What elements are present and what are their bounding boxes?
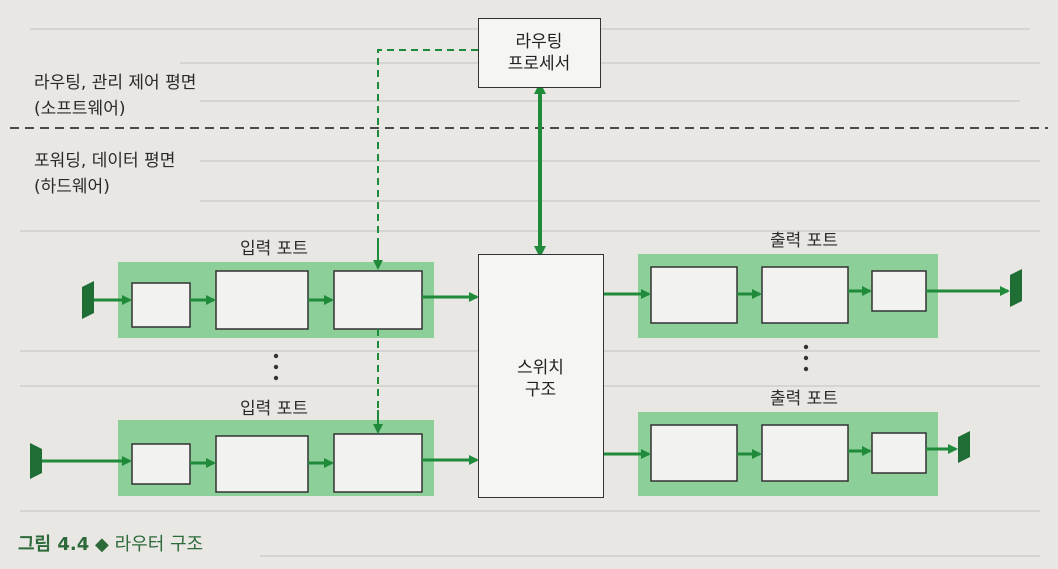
output-link-top [1010,269,1022,307]
dot [803,344,809,350]
output-link-bottom [958,431,970,463]
output-bottom-box-3 [871,432,927,474]
figure-title: 라우터 구조 [114,534,204,555]
input-bottom-box-2 [215,435,309,493]
routing-processor-line1: 라우팅 [515,32,563,52]
output-port-label-top: 출력 포트 [770,231,838,251]
input-bottom-box-3 [333,433,423,493]
figure-caption: 그림 4.4 ◆ 라우터 구조 [18,530,203,556]
figure-number: 그림 4.4 [18,534,90,555]
switch-fabric-box: 스위치 구조 [478,254,604,498]
control-plane-label: 라우팅, 관리 제어 평면 [34,73,197,93]
switch-fabric-line1: 스위치 [517,358,564,378]
dot [273,364,279,370]
dot [273,353,279,359]
routing-processor-line2: 프로세서 [507,54,571,74]
data-plane-label: 포워딩, 데이터 평면 [34,151,176,171]
switch-fabric-line2: 구조 [524,380,557,400]
dot [273,375,279,381]
input-port-label-top: 입력 포트 [240,239,308,259]
output-top-box-2 [761,266,849,324]
dot [803,355,809,361]
dot [803,366,809,372]
routing-processor-box: 라우팅 프로세서 [478,18,601,88]
input-link-top [82,281,94,319]
data-plane-sublabel: (하드웨어) [34,177,110,197]
output-top-box-3 [871,270,927,312]
output-bottom-box-2 [761,424,849,482]
output-bottom-box-1 [650,424,738,482]
input-bottom-box-1 [131,443,191,485]
control-dashed-path [377,49,478,262]
input-top-box-2 [215,270,309,330]
caption-bullet: ◆ [95,534,109,555]
input-top-box-3 [333,270,423,330]
output-top-box-1 [650,266,738,324]
input-link-bottom [30,443,42,479]
output-port-label-bottom: 출력 포트 [770,389,838,409]
input-port-label-bottom: 입력 포트 [240,399,308,419]
control-plane-sublabel: (소프트웨어) [34,99,126,119]
input-top-box-1 [131,282,191,328]
